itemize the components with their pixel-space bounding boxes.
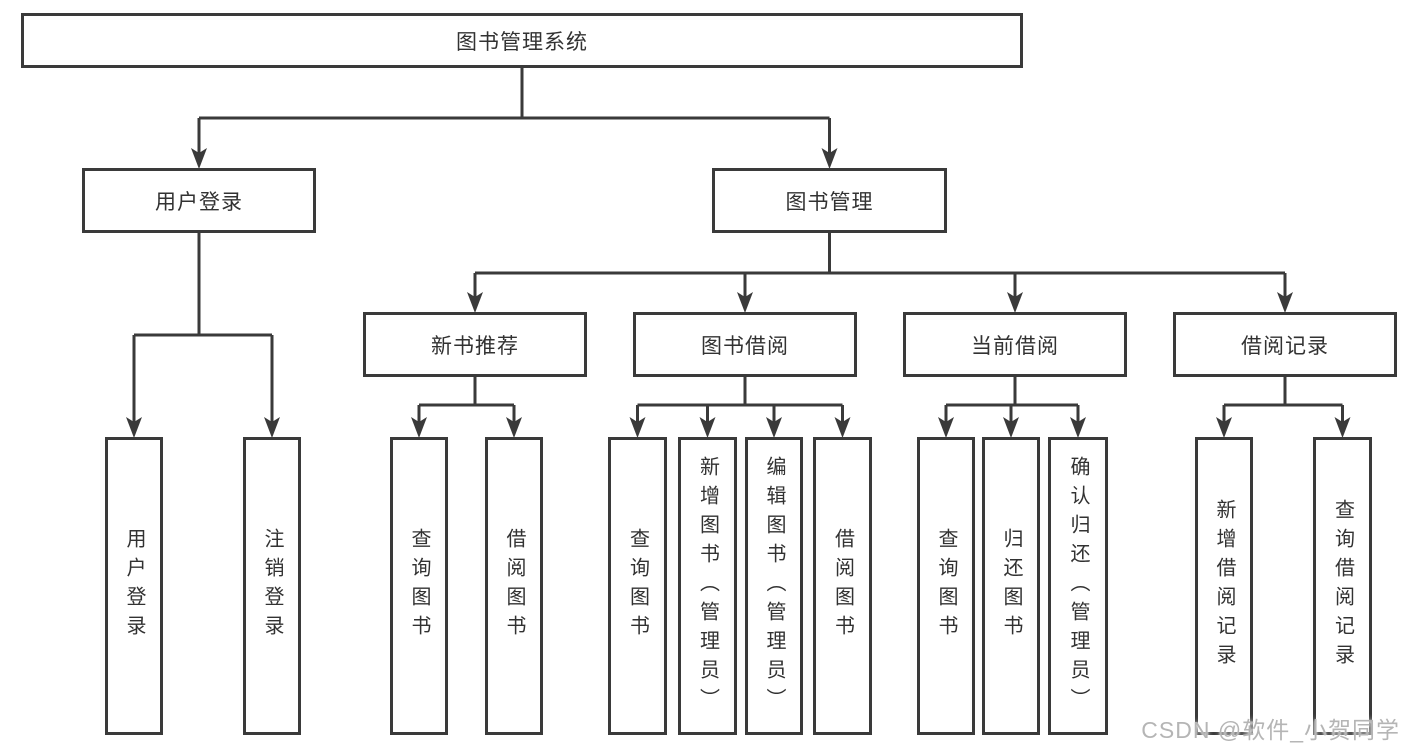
node-label-new-book: 新书推荐 xyxy=(431,334,519,358)
node-label-nb-query: 查询图书 xyxy=(408,528,430,644)
node-cb-confirm: 确认归还（管理员） xyxy=(1048,437,1108,735)
node-label-book-mgmt: 图书管理 xyxy=(785,190,874,214)
node-label-br-query: 查询借阅记录 xyxy=(1331,499,1354,673)
node-label-current-borrow: 当前借阅 xyxy=(971,334,1059,358)
node-label-bb-query: 查询图书 xyxy=(626,528,649,644)
node-book-borrow: 图书借阅 xyxy=(633,312,857,377)
node-current-borrow: 当前借阅 xyxy=(903,312,1127,377)
node-label-cb-confirm: 确认归还（管理员） xyxy=(1067,455,1089,717)
node-label-leaf-user-login: 用户登录 xyxy=(123,528,145,644)
node-bb-edit: 编辑图书（管理员） xyxy=(745,437,803,735)
node-label-bb-borrow: 借阅图书 xyxy=(831,528,854,644)
node-label-root: 图书管理系统 xyxy=(456,30,588,54)
node-label-bb-edit: 编辑图书（管理员） xyxy=(763,455,785,717)
node-bb-query: 查询图书 xyxy=(608,437,667,735)
node-cb-return: 归还图书 xyxy=(982,437,1040,735)
node-br-add: 新增借阅记录 xyxy=(1195,437,1253,735)
node-label-cb-return: 归还图书 xyxy=(1000,528,1022,644)
node-new-book: 新书推荐 xyxy=(363,312,587,377)
node-leaf-logout: 注销登录 xyxy=(243,437,301,735)
node-bb-add: 新增图书（管理员） xyxy=(678,437,737,735)
node-br-query: 查询借阅记录 xyxy=(1313,437,1372,735)
node-nb-query: 查询图书 xyxy=(390,437,448,735)
watermark: CSDN @软件_小贺同学 xyxy=(1141,717,1400,743)
node-label-user-login: 用户登录 xyxy=(155,190,243,214)
node-cb-query: 查询图书 xyxy=(917,437,975,735)
node-bb-borrow: 借阅图书 xyxy=(813,437,872,735)
node-label-nb-borrow: 借阅图书 xyxy=(503,528,525,644)
node-book-mgmt: 图书管理 xyxy=(712,168,947,233)
node-user-login: 用户登录 xyxy=(82,168,316,233)
node-borrow-record: 借阅记录 xyxy=(1173,312,1397,377)
node-leaf-user-login: 用户登录 xyxy=(105,437,163,735)
node-label-leaf-logout: 注销登录 xyxy=(261,528,283,644)
node-label-br-add: 新增借阅记录 xyxy=(1213,499,1235,673)
node-label-bb-add: 新增图书（管理员） xyxy=(696,455,719,717)
node-label-borrow-record: 借阅记录 xyxy=(1241,334,1329,358)
node-nb-borrow: 借阅图书 xyxy=(485,437,543,735)
node-root: 图书管理系统 xyxy=(21,13,1023,68)
node-label-book-borrow: 图书借阅 xyxy=(701,334,789,358)
node-label-cb-query: 查询图书 xyxy=(935,528,957,644)
